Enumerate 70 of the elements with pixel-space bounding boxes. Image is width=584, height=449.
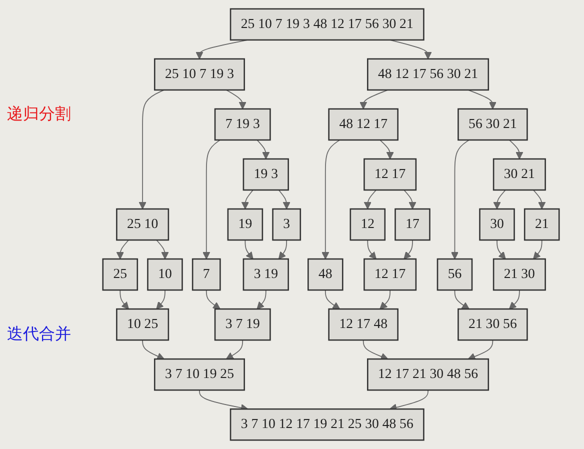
- arrow: [256, 290, 266, 310]
- node-box: 48 12 17: [328, 108, 398, 141]
- node-box: 19: [227, 208, 264, 241]
- arrow: [244, 240, 254, 260]
- arrow: [380, 290, 390, 310]
- arrow: [468, 340, 494, 360]
- node-box: 3 7 19: [214, 308, 271, 341]
- node-box: 48: [308, 258, 344, 291]
- node-box: 12 17: [364, 258, 417, 291]
- node-box: 19 3: [242, 158, 289, 191]
- node-box: 21 30 56: [458, 308, 528, 341]
- node-box: 12 17 21 30 48 56: [367, 358, 490, 391]
- node-box: 21: [524, 208, 560, 241]
- node-box: 30 21: [492, 158, 546, 191]
- arrow: [360, 90, 388, 110]
- arrow: [278, 190, 290, 210]
- arrow: [142, 340, 164, 360]
- arrow: [322, 140, 340, 260]
- arrow: [116, 240, 130, 260]
- node-box: 3: [272, 208, 302, 241]
- arrow: [241, 190, 254, 210]
- arrow: [156, 290, 166, 310]
- node-box: 25 10 7 19 3: [154, 58, 245, 91]
- arrow: [508, 290, 520, 310]
- arrow: [202, 140, 221, 260]
- arrow: [324, 290, 340, 310]
- arrow: [380, 140, 394, 160]
- arrow: [364, 190, 377, 210]
- node-box: 12 17: [364, 158, 417, 191]
- node-box: 12 17 48: [328, 308, 398, 341]
- arrow: [362, 340, 388, 360]
- node-box: 3 7 10 12 17 19 21 25 30 48 56: [230, 408, 424, 441]
- arrow: [450, 140, 470, 260]
- arrow: [533, 240, 542, 260]
- node-box: 25 10 7 19 3 48 12 17 56 30 21: [230, 8, 424, 41]
- node-box: 30: [479, 208, 515, 241]
- node-box: 56: [436, 258, 473, 291]
- arrow: [206, 290, 220, 310]
- arrow: [226, 340, 244, 360]
- arrow: [389, 40, 432, 60]
- node-box: 17: [394, 208, 430, 241]
- arrow: [120, 290, 129, 310]
- arrow: [493, 190, 506, 210]
- node-box: 12: [350, 208, 386, 241]
- node-box: 3 7 10 19 25: [154, 358, 245, 391]
- node-box: 7: [192, 258, 221, 291]
- node-box: 21 30: [492, 258, 546, 291]
- arrow: [508, 140, 524, 160]
- annotation-label: 迭代合并: [7, 324, 71, 346]
- node-box: 25 10: [116, 208, 170, 241]
- arrow: [156, 240, 169, 260]
- arrow: [367, 240, 376, 260]
- node-box: 10 25: [116, 308, 170, 341]
- arrow: [226, 90, 246, 110]
- node-box: 10: [147, 258, 183, 291]
- arrow: [454, 290, 470, 310]
- node-box: 3 19: [242, 258, 289, 291]
- arrow: [468, 90, 496, 110]
- arrow: [404, 240, 413, 260]
- node-box: 25: [102, 258, 138, 291]
- node-box: 7 19 3: [214, 108, 271, 141]
- arrow: [404, 190, 416, 210]
- node-box: 56 30 21: [458, 108, 528, 141]
- arrow: [496, 240, 506, 260]
- arrow: [278, 240, 288, 260]
- arrow: [532, 190, 546, 210]
- arrow: [256, 140, 270, 160]
- arrow: [138, 90, 165, 210]
- node-box: 48 12 17 56 30 21: [367, 58, 490, 91]
- annotation-label: 递归分割: [7, 104, 71, 125]
